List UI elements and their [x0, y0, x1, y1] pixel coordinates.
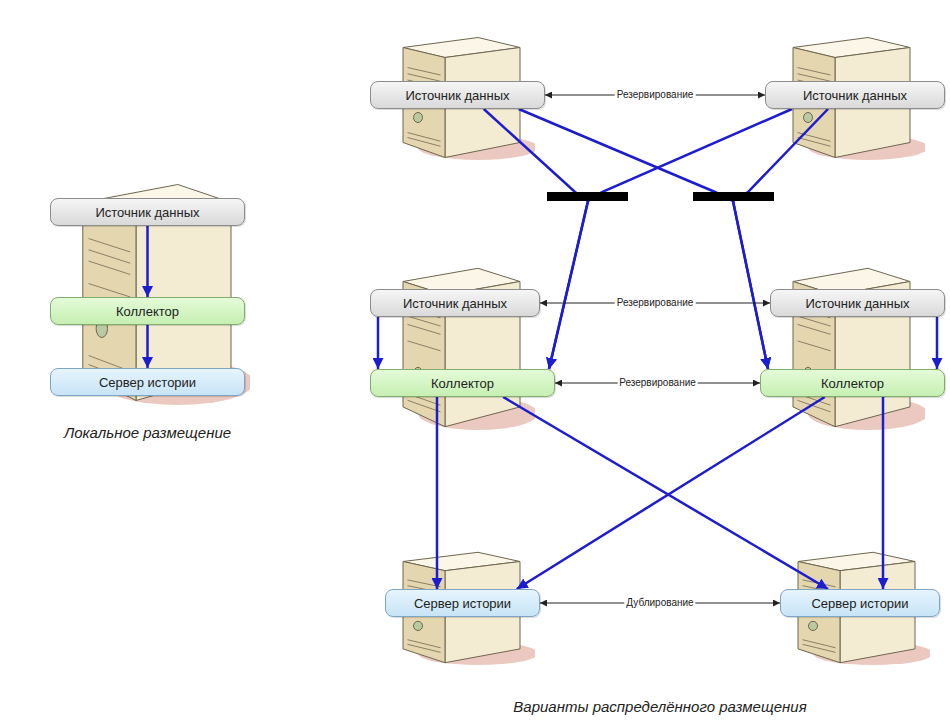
history-server-box: Сервер истории: [50, 368, 245, 396]
data-flow-arrow: [503, 397, 828, 589]
link-label: Резервирование: [615, 297, 696, 309]
collector-box: Коллектор: [760, 369, 945, 397]
box-text: Коллектор: [821, 376, 884, 391]
source-box: Источник данных: [770, 289, 945, 317]
data-flow-arrow: [517, 397, 825, 589]
history-server-box: Сервер истории: [780, 589, 940, 617]
caption-text: Локальное размещение: [50, 424, 245, 441]
source-box: Источник данных: [370, 81, 545, 109]
data-flow-arrow: [549, 109, 792, 369]
box-text: Источник данных: [803, 88, 907, 103]
box-text: Источник данных: [403, 296, 507, 311]
history-server-box: Сервер истории: [385, 589, 540, 617]
box-text: Источник данных: [95, 205, 199, 220]
link-label: Резервирование: [615, 89, 696, 101]
box-text: Коллектор: [431, 376, 494, 391]
data-flow-arrow: [733, 109, 828, 369]
data-flow-arrow: [484, 109, 588, 369]
link-label: Дублирование: [624, 597, 695, 609]
data-flow-arrow: [519, 109, 768, 369]
box-text: Сервер истории: [99, 375, 196, 390]
box-text: Коллектор: [116, 304, 179, 319]
box-text: Сервер истории: [811, 596, 908, 611]
source-box: Источник данных: [50, 198, 245, 226]
data-flow-arrow: [436, 397, 439, 589]
source-box: Источник данных: [765, 81, 945, 109]
box-text: Источник данных: [405, 88, 509, 103]
source-box: Источник данных: [370, 289, 540, 317]
data-flow-arrow: [146, 226, 149, 297]
box-text: Сервер истории: [414, 596, 511, 611]
caption-text: Варианты распределённого размещения: [410, 698, 910, 715]
collector-box: Коллектор: [370, 369, 555, 397]
collector-box: Коллектор: [50, 297, 245, 325]
junction-bar: [547, 192, 628, 201]
data-flow-arrow: [936, 317, 939, 369]
data-flow-arrow: [882, 397, 885, 589]
data-flow-arrow: [146, 325, 149, 368]
junction-bar: [693, 192, 774, 201]
link-label: Резервирование: [617, 377, 698, 389]
box-text: Источник данных: [805, 296, 909, 311]
data-flow-arrow: [377, 317, 380, 369]
